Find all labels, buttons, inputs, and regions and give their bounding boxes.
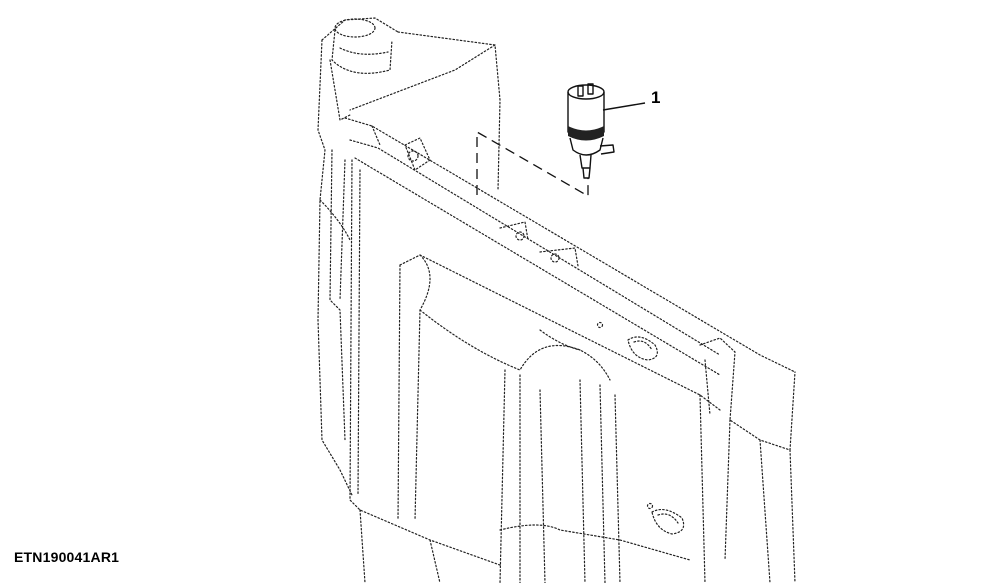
reservoir-body-panel xyxy=(349,159,721,583)
washer-pump xyxy=(567,83,615,179)
slot-lower xyxy=(646,502,685,535)
mounting-rail xyxy=(344,117,796,376)
figure-id-label: ETN190041AR1 xyxy=(14,549,120,565)
callout-leader-line xyxy=(602,102,646,111)
callout-number-1: 1 xyxy=(651,88,661,107)
slot-upper xyxy=(596,321,658,361)
reservoir-filler-neck xyxy=(321,17,399,74)
installation-guide-line xyxy=(476,130,589,198)
right-flange xyxy=(699,337,796,583)
washer-reservoir xyxy=(317,31,501,496)
lower-contour xyxy=(359,509,691,583)
